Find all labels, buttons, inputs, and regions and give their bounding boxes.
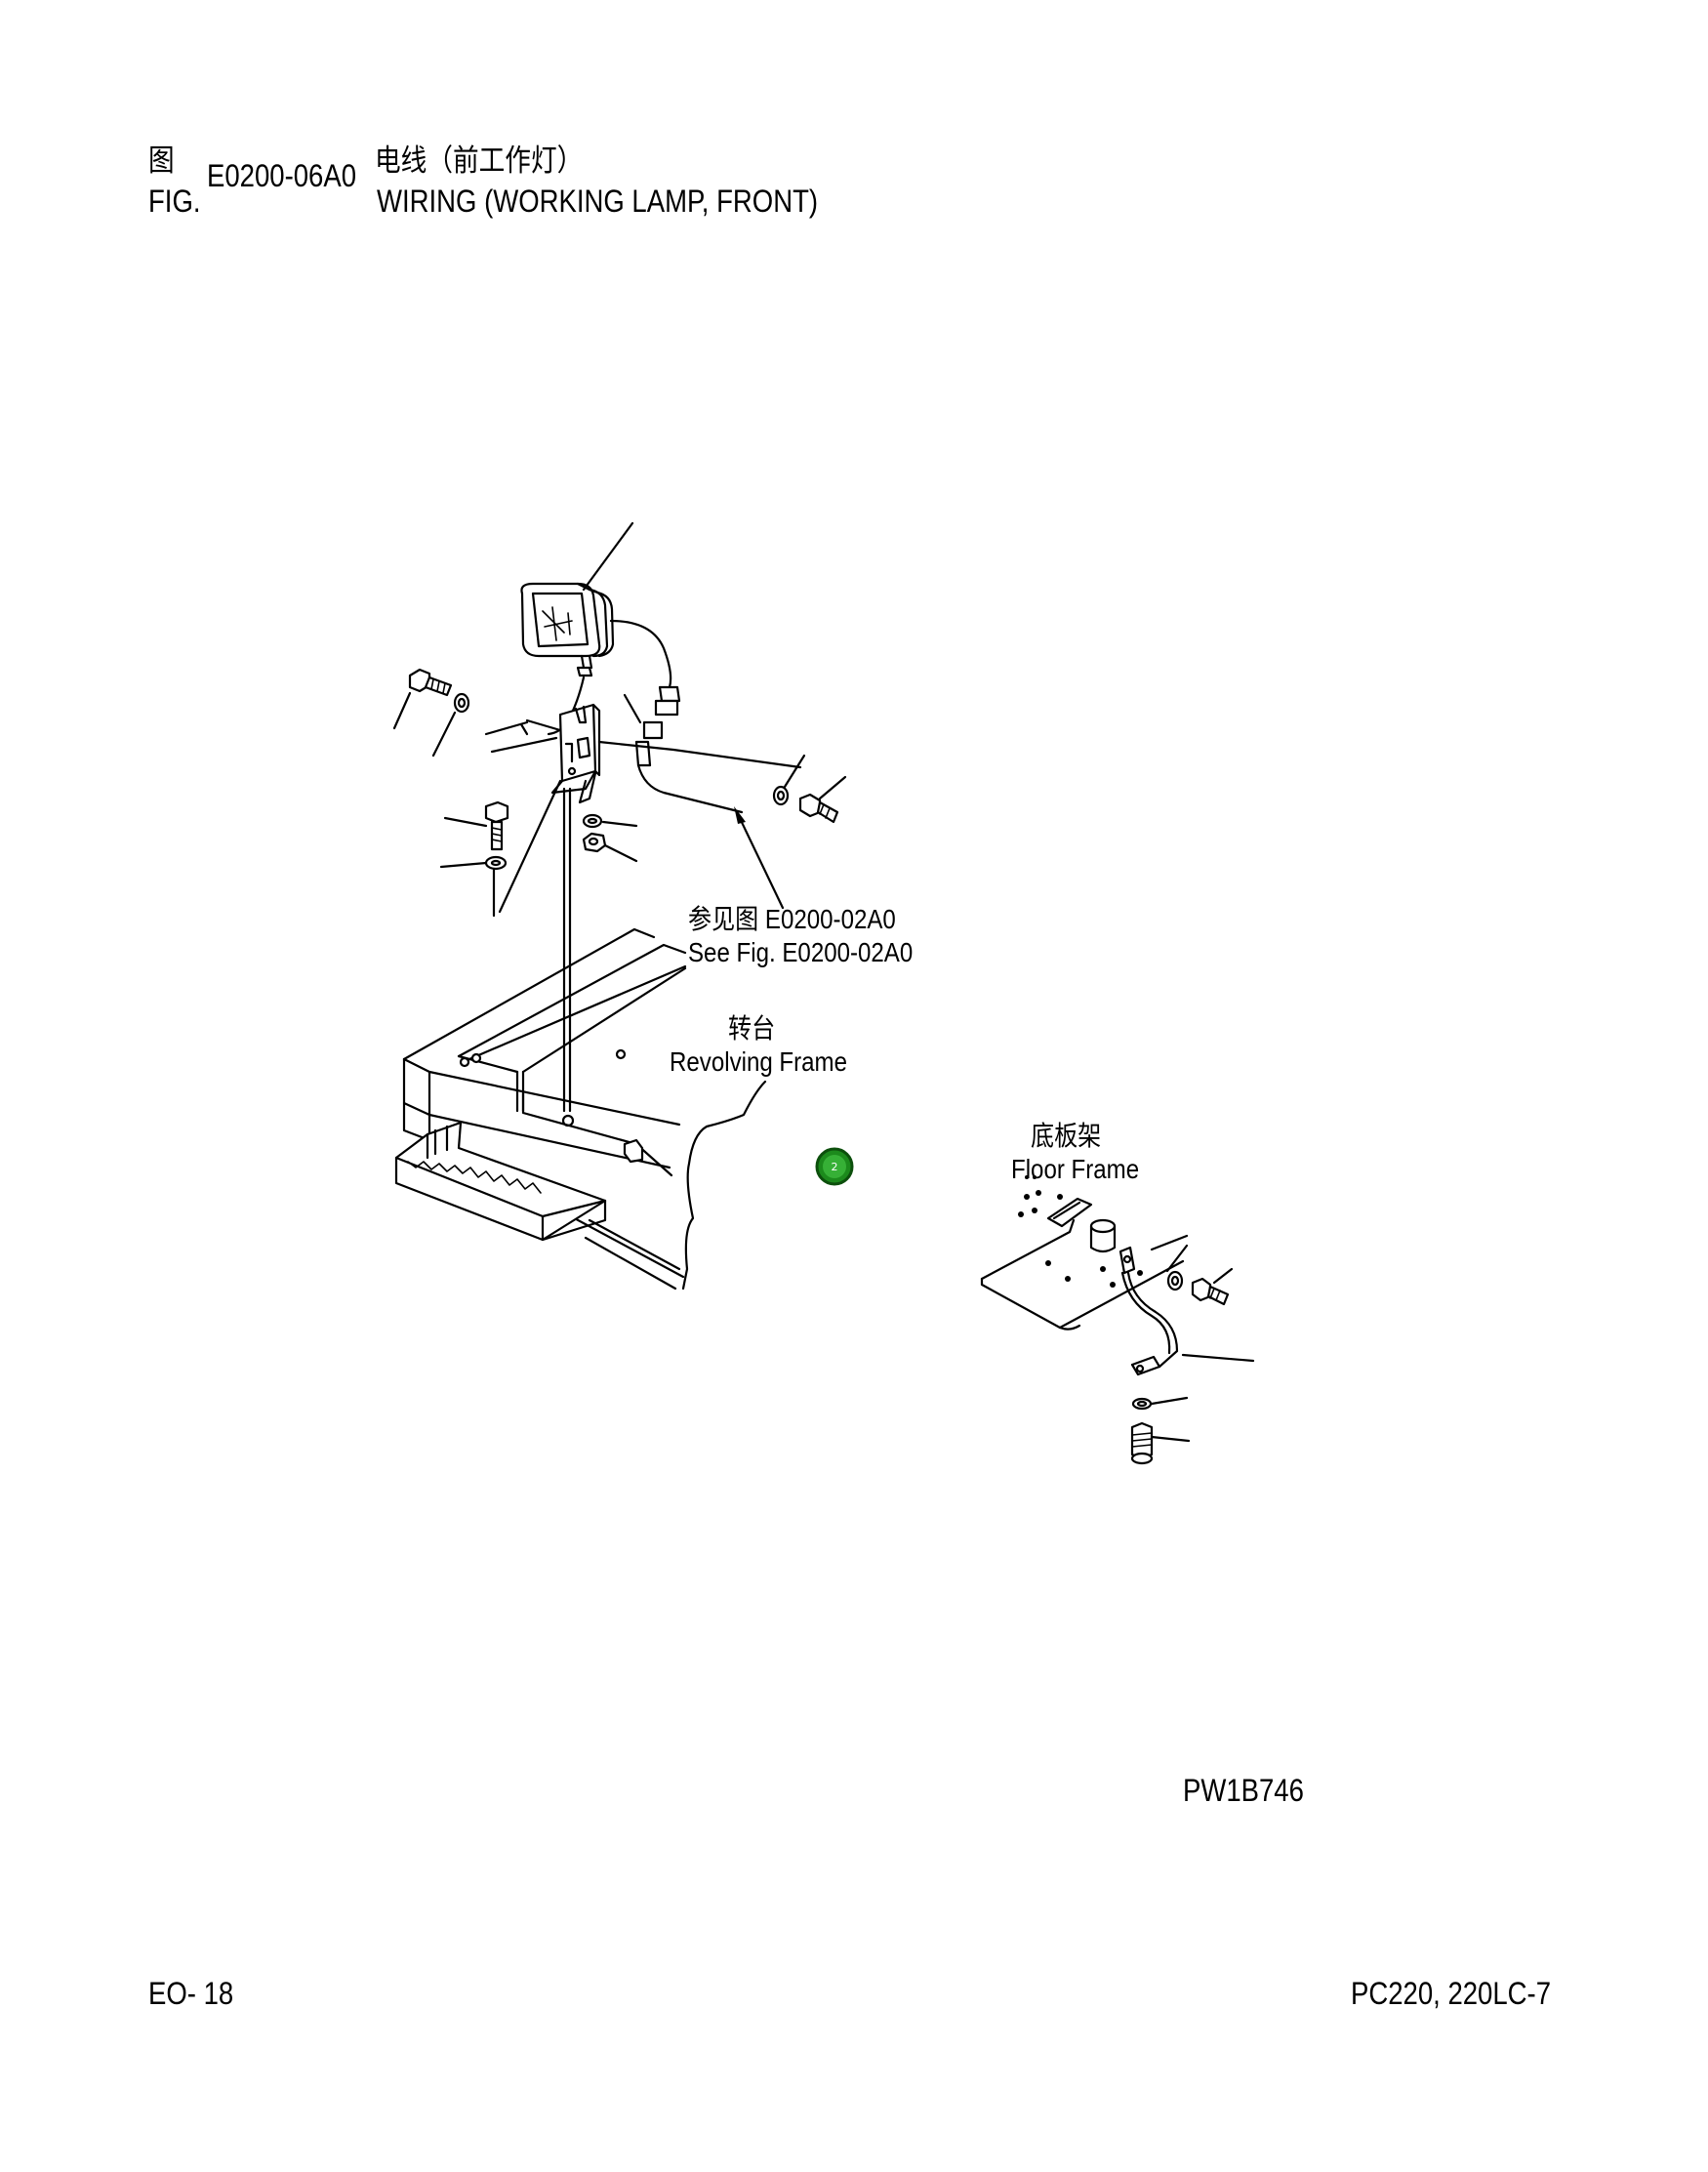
nut-washer: [582, 813, 607, 853]
floor-frame-label-en: Floor Frame: [1011, 1154, 1140, 1184]
bolt-mid-left: [484, 800, 509, 871]
lamp-connector: [634, 685, 681, 767]
fig-number: E0200-06A0: [207, 158, 357, 193]
drawing-code: PW1B746: [1183, 1773, 1304, 1808]
machine-model: PC220, 220LC-7: [1351, 1976, 1552, 2011]
lamp-cable: [609, 619, 672, 689]
reference-marker[interactable]: 2: [815, 1147, 854, 1186]
see-fig-leader: [736, 812, 785, 910]
revolving-frame-label-cn: 转台: [728, 1013, 776, 1044]
fig-label-en: FIG.: [148, 184, 201, 219]
floor-frame: [980, 1175, 1230, 1465]
bolt-upper-left: [408, 668, 470, 714]
fig-label-cn: 图: [148, 143, 175, 179]
page-number: EO- 18: [148, 1976, 234, 2011]
step: [394, 1121, 607, 1242]
see-fig-label-cn: 参见图 E0200-02A0: [688, 904, 896, 934]
see-fig-label-en: See Fig. E0200-02A0: [688, 937, 914, 967]
revolving-frame-label-en: Revolving Frame: [670, 1046, 848, 1077]
bolt-upper-right: [772, 785, 839, 824]
title-en: WIRING (WORKING LAMP, FRONT): [377, 184, 819, 219]
lamp-bracket: [550, 703, 601, 795]
title-cn: 电线（前工作灯）: [375, 143, 584, 179]
floor-frame-label-cn: 底板架: [1031, 1121, 1102, 1151]
working-lamp: [520, 521, 634, 677]
reference-marker-label: 2: [832, 1161, 838, 1173]
